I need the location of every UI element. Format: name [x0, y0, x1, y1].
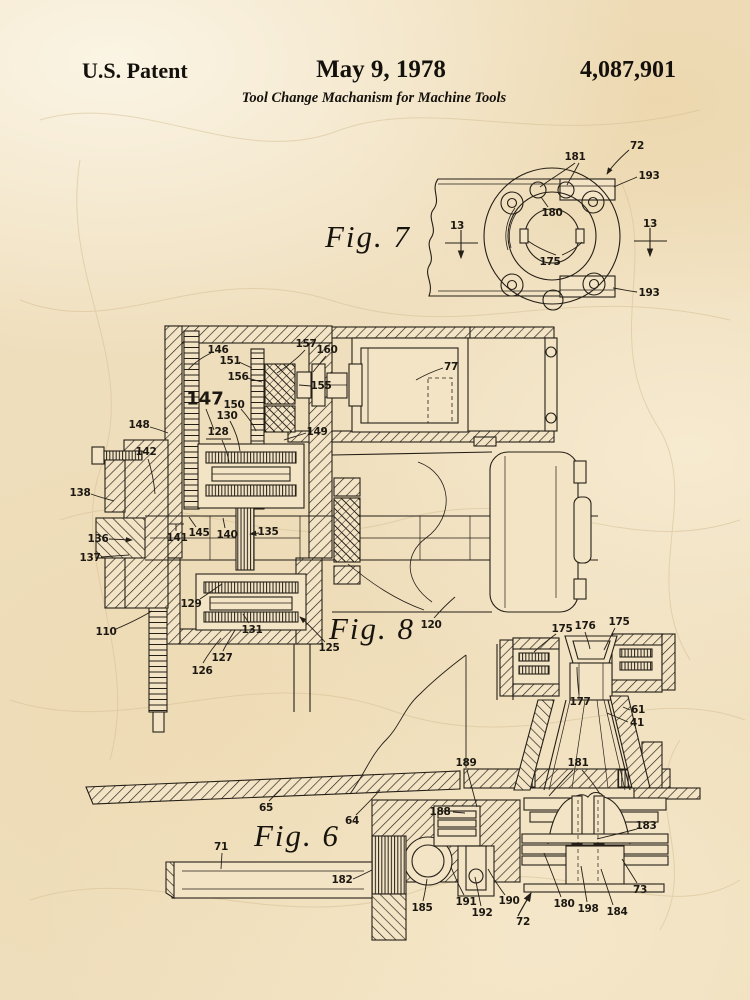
section-line-13-right	[634, 228, 667, 258]
fig6-caption: Fig. 6	[253, 818, 341, 853]
patent-number: 4,087,901	[580, 57, 676, 83]
fig8-drawing	[90, 325, 598, 733]
patent-date: May 9, 1978	[316, 56, 446, 83]
patent-office-label: U.S. Patent	[82, 58, 188, 83]
fig6-drawing	[85, 627, 701, 941]
fig8-caption: Fig. 8	[328, 611, 416, 646]
fig7-drawing	[427, 149, 667, 311]
fig7-caption: Fig. 7	[324, 219, 412, 254]
patent-title: Tool Change Machanism for Machine Tools	[241, 90, 507, 106]
section-line-13-left	[445, 230, 478, 260]
